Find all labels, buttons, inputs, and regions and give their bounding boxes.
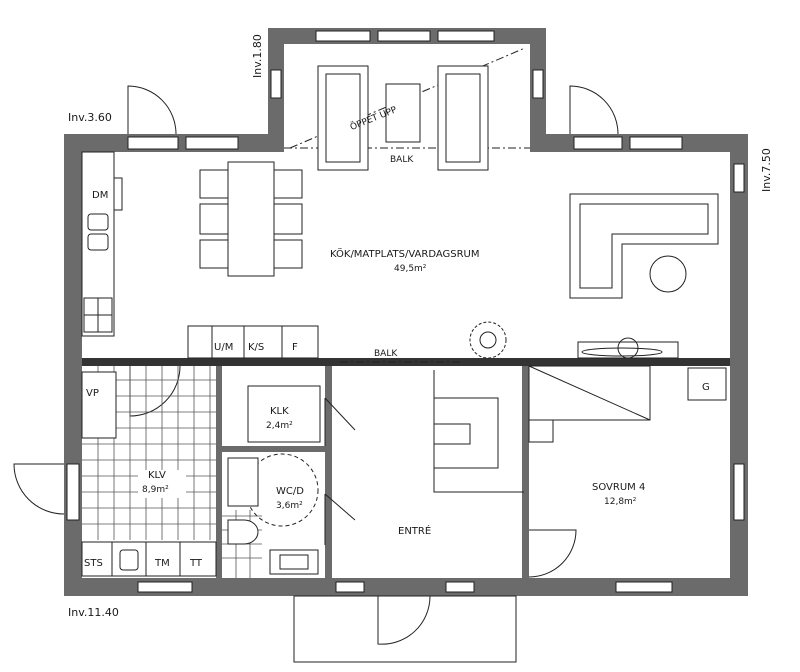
laundry-name: KLV	[148, 470, 166, 481]
kitchen: DM U/M K/S F	[81, 151, 319, 359]
windows	[66, 30, 745, 593]
laundry-room: VP STS TM TT KLV 8,9m²	[81, 366, 217, 577]
closet-name: KLK	[270, 406, 289, 417]
inv-right-mark: Inv.7.50	[760, 148, 773, 192]
doors	[13, 85, 619, 663]
vp-label: VP	[86, 388, 99, 399]
laundry-area: 8,9m²	[142, 485, 169, 495]
entry-hall: ENTRÉ	[398, 370, 524, 537]
round-table	[649, 255, 687, 293]
middle-beam-label: BALK	[374, 349, 398, 359]
wc-area: 3,6m²	[276, 501, 303, 511]
wc-room: WC/D 3,6m²	[222, 453, 319, 578]
um-label: U/M	[214, 342, 233, 353]
inv-left-mark: Inv.3.60	[68, 111, 112, 124]
beams	[284, 47, 530, 363]
tm-label: TM	[154, 558, 170, 569]
wc-name: WC/D	[276, 486, 304, 497]
dm-label: DM	[92, 190, 108, 201]
closet-area: 2,4m²	[266, 421, 293, 431]
f-label: F	[292, 342, 298, 353]
inv-top-mark: Inv.1.80	[251, 34, 264, 78]
bedroom-name: SOVRUM 4	[592, 482, 645, 493]
tt-label: TT	[189, 558, 203, 569]
upper-beam-label: BALK	[390, 155, 414, 165]
g-label: G	[702, 382, 710, 393]
toilet-icon	[227, 519, 259, 545]
entry-name: ENTRÉ	[398, 524, 431, 537]
inv-bottom-mark: Inv.11.40	[68, 606, 119, 619]
stove-fireplace	[469, 321, 679, 359]
laundry-sink-icon	[119, 549, 139, 571]
living-room-area: 49,5m²	[394, 264, 427, 274]
sink-icon	[87, 213, 109, 231]
dining-table	[227, 161, 275, 277]
bedroom: G SOVRUM 4 12,8m²	[528, 365, 727, 507]
bedroom-area: 12,8m²	[604, 497, 637, 507]
ks-label: K/S	[248, 342, 264, 353]
sofa	[569, 193, 719, 299]
bay-seating: ÖPPET UPP BALK	[317, 65, 489, 171]
tile-pattern	[82, 366, 216, 540]
living-room-name: KÖK/MATPLATS/VARDAGSRUM	[330, 247, 480, 260]
dining-set	[199, 161, 303, 277]
sts-label: STS	[84, 558, 103, 569]
